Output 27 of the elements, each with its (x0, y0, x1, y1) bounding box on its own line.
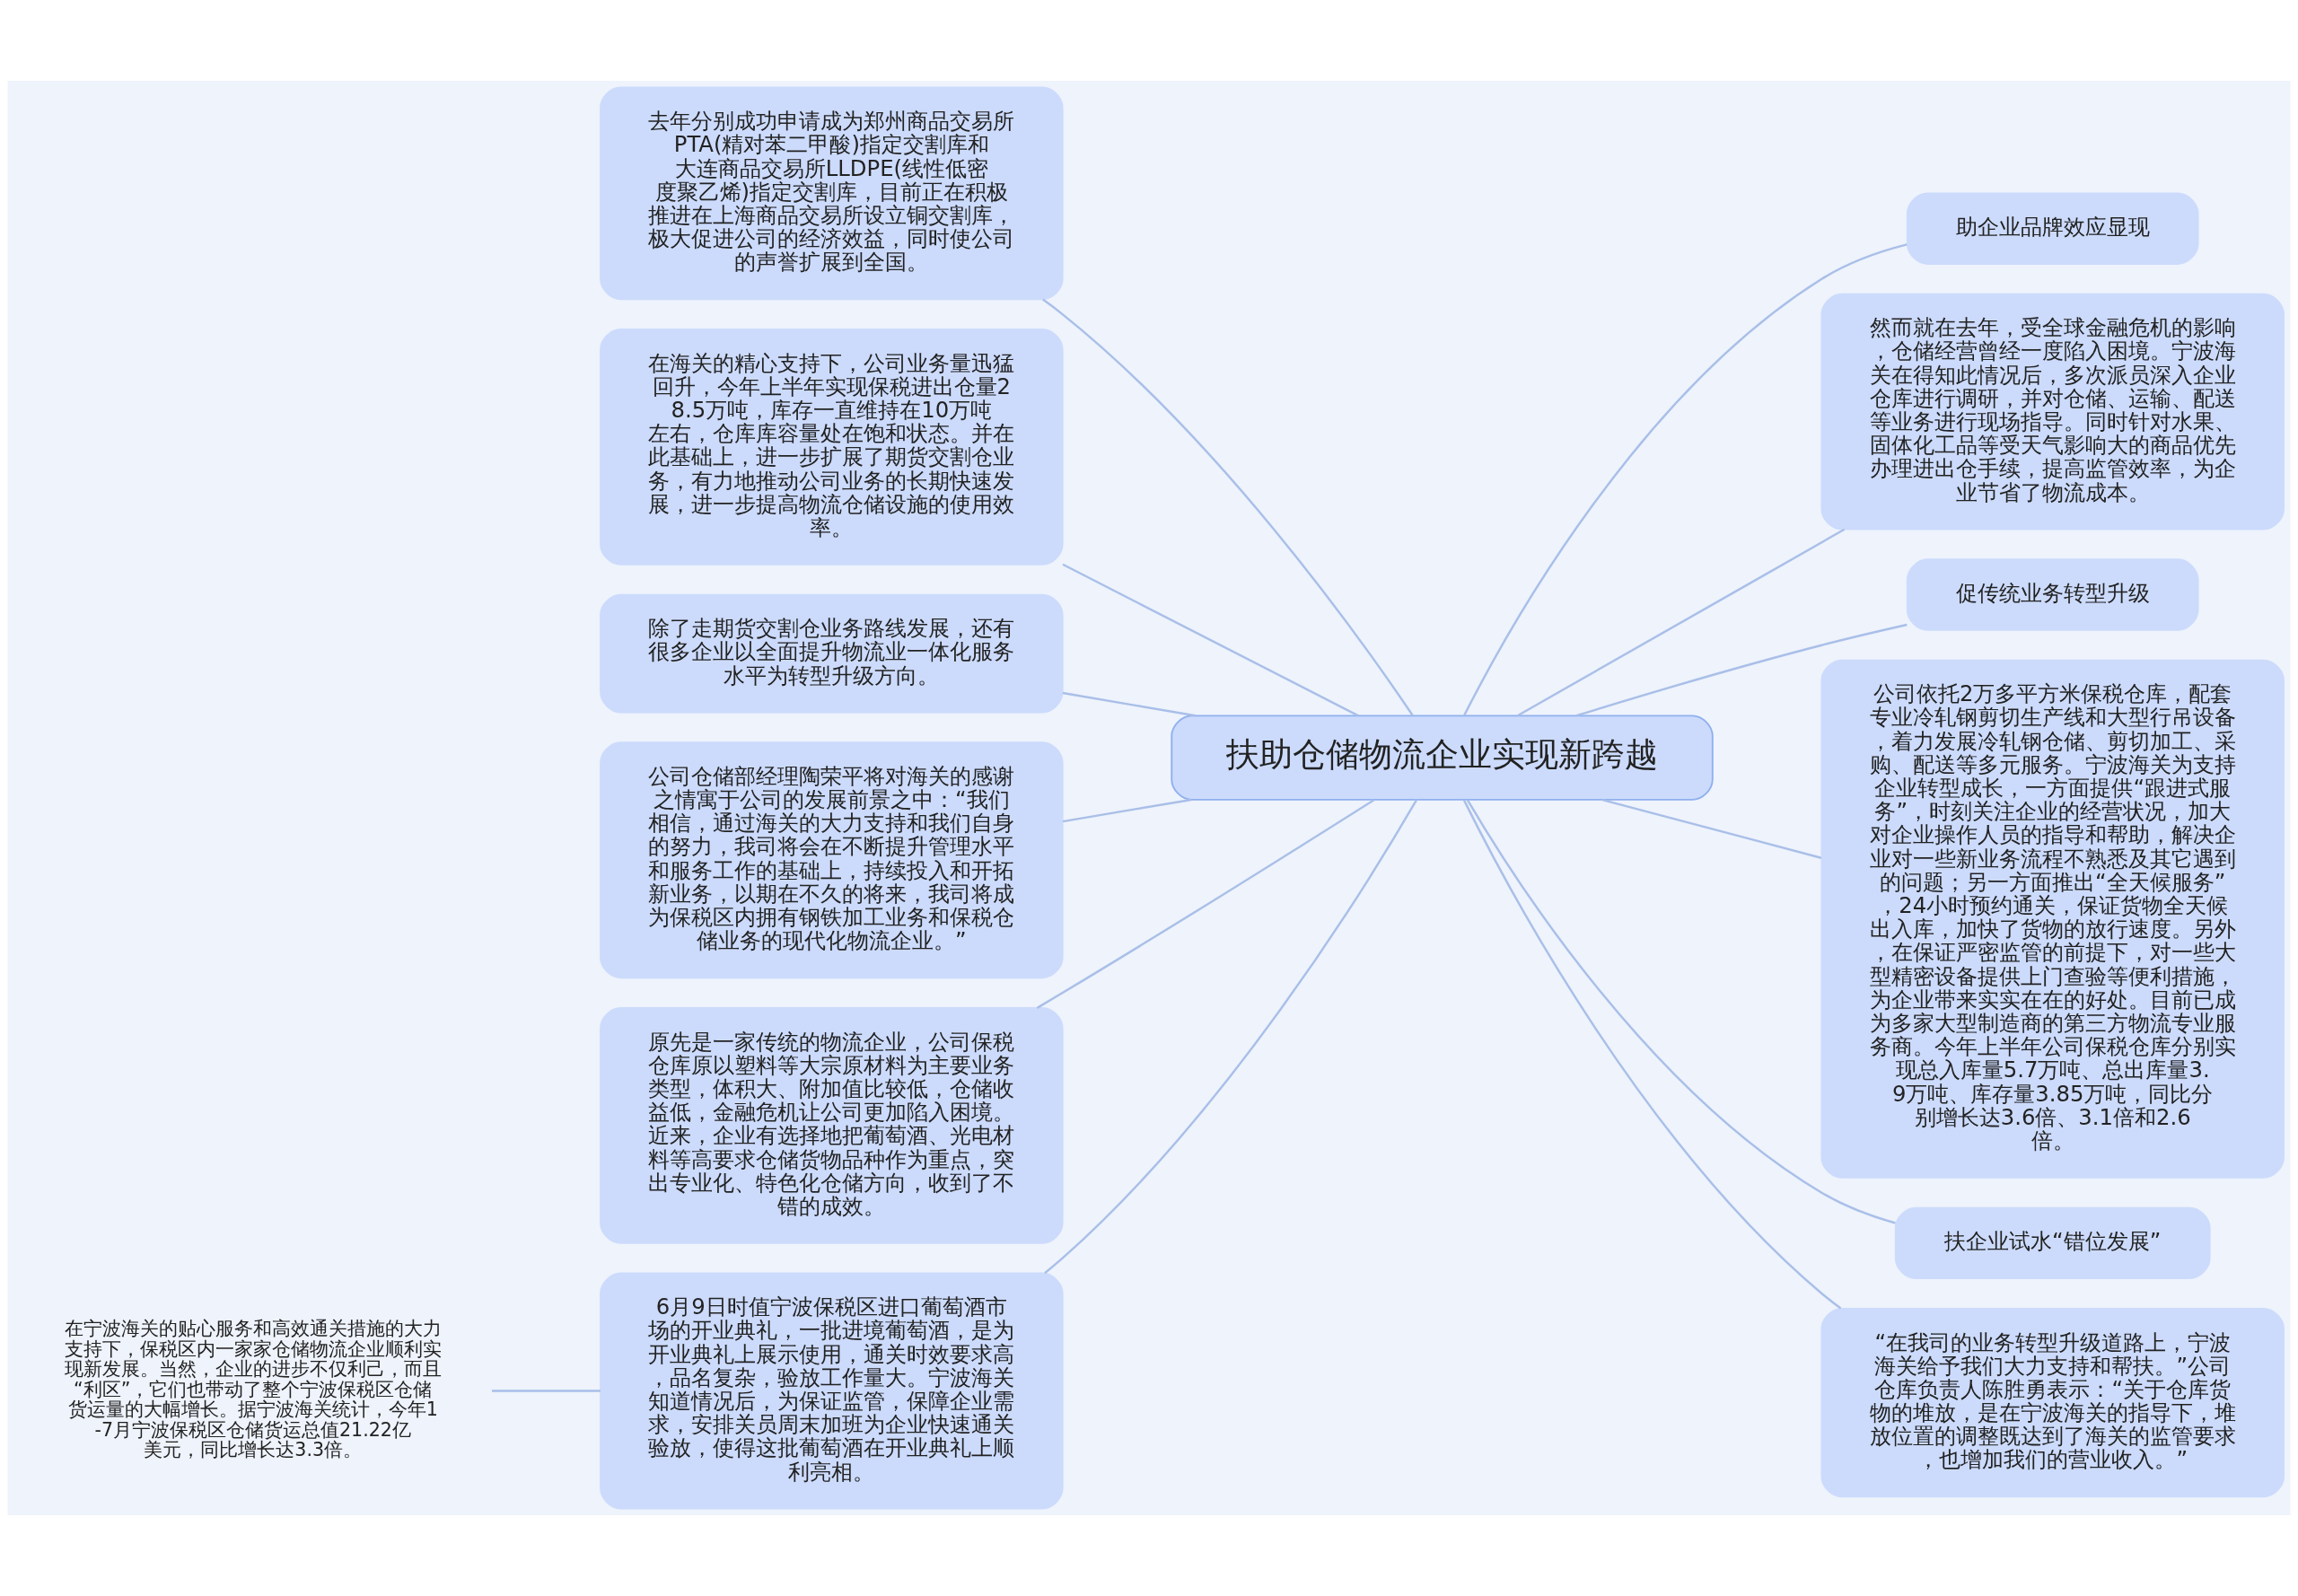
node-box: 助企业品牌效应显现 (1906, 192, 2199, 265)
node-box: 促传统业务转型升级 (1906, 558, 2199, 631)
node-box: 6月9日时值宁波保税区进口葡萄酒市场的开业典礼，一批进境葡萄酒，是为开业典礼上展示使用，通关时效要求高，品名复杂，验放工作量大。宁波海关知道情况后，为保证监管，保障企业需求，安排关员周末加班为企业快速通关验放，使得这批葡萄酒在开业典礼上顺利亮相。 (600, 1272, 1064, 1510)
node-box: 然而就在去年，受全球金融危机的影响，仓储经营曾经一度陷入困境。宁波海关在得知此情况后，多次派员深入企业仓库进行调研，并对仓储、运输、配送等业务进行现场指导。同时针对水果、固体化工品等受天气影响大的商品优先办理进出仓手续，提高监管效率，为企业节省了物流成本。 (1820, 293, 2285, 531)
node-box: 在海关的精心支持下，公司业务量迅猛回升，今年上半年实现保税进出仓量28.5万吨，库存一直维持在10万吨左右，仓库库容量处在饱和状态。并在此基础上，进一步扩展了期货交割仓业务，有力地推动公司业务的长期快速发展，进一步提高物流仓储设施的使用效率。 (600, 329, 1064, 566)
node-text: 在宁波海关的贴心服务和高效通关措施的大力支持下，保税区内一家家仓储物流企业顺利实现新发展。当然，企业的进步不仅利己，而且“利区”，它们也带动了整个宁波保税区仓储货运量的大幅增长。据宁波海关统计，今年1-7月宁波保税区仓储货运总值21.22亿美元，同比增长达3.3倍。 (64, 1318, 442, 1461)
connector (491, 1390, 601, 1392)
connector (1062, 798, 1192, 823)
connector (1517, 528, 1846, 717)
node-box: 公司仓储部经理陶荣平将对海关的感谢之情寓于公司的发展前景之中：“我们相信，通过海关的大力支持和我们自身的努力，我司将会在不断提升管理水平和服务工作的基础上，持续投入和开拓新业务，以期在不久的将来，我司将成为保税区内拥有钢铁加工业务和保税仓储业务的现代化物流企业。” (600, 741, 1064, 979)
node-box: “在我司的业务转型升级道路上，宁波海关给予我们大力支持和帮扶。”公司仓库负责人陈胜勇表示：“关于仓库货物的堆放，是在宁波海关的指导下，堆放位置的调整既达到了海关的监管要求，也增加我们的营业收入。” (1820, 1307, 2285, 1498)
node-box: 扶企业试水“错位发展” (1894, 1206, 2211, 1280)
connector (1062, 563, 1359, 717)
connector (1042, 298, 1414, 716)
connector (1463, 243, 1908, 716)
connector (1601, 798, 1822, 859)
node-box: 公司依托2万多平方米保税仓库，配套专业冷轧钢剪切生产线和大型行吊设备，着力发展冷轧钢仓储、剪切加工、采购、配送等多元服务。宁波海关为支持企业转型成长，一方面提供“跟进式服务”，时刻关注企业的经营状况，加大对企业操作人员的指导和帮助，解决企业对一些新业务流程不熟悉及其它遇到的问题；另一方面推出“全天候服务”，24小时预约通关，保证货物全天候出入库，加快了货物的放行速度。另外，在保证严密监管的前提下，对一些大型精密设备提供上门查验等便利措施，为企业带来实实在在的好处。目前已成为多家大型制造商的第三方物流专业服务商。今年上半年公司保税仓库分别实现总入库量5.7万吨、总出库量3.9万吨、库存量3.85万吨，同比分别增长达3.6倍、3.1倍和2.6倍。 (1820, 659, 2285, 1179)
connector (1462, 799, 1842, 1310)
connector (1044, 799, 1418, 1275)
connector (1467, 799, 1896, 1224)
node-box: 除了走期货交割仓业务路线发展，还有很多企业以全面提升物流业一体化服务水平为转型升级方向。 (600, 593, 1064, 714)
node-box: 原先是一家传统的物流企业，公司保税仓库原以塑料等大宗原材料为主要业务类型，体积大、附加值比较低，仓储收益低，金融危机让公司更加陷入困境。近来，企业有选择地把葡萄酒、光电材料等高要求仓储货物品种作为重点，突出专业化、特色化仓储方向，收到了不错的成效。 (600, 1006, 1064, 1244)
connector (1062, 691, 1196, 717)
connector (1036, 799, 1375, 1009)
connector (1575, 623, 1908, 717)
node-box: 扶助仓储物流企业实现新跨越 (1171, 715, 1714, 801)
node-box: 去年分别成功申请成为郑州商品交易所PTA(精对苯二甲酸)指定交割库和大连商品交易所LLDPE(线性低密度聚乙烯)指定交割库，目前正在积极推进在上海商品交易所设立铜交割库，极大促进公司的经济效益，同时使公司的声誉扩展到全国。 (600, 86, 1064, 301)
